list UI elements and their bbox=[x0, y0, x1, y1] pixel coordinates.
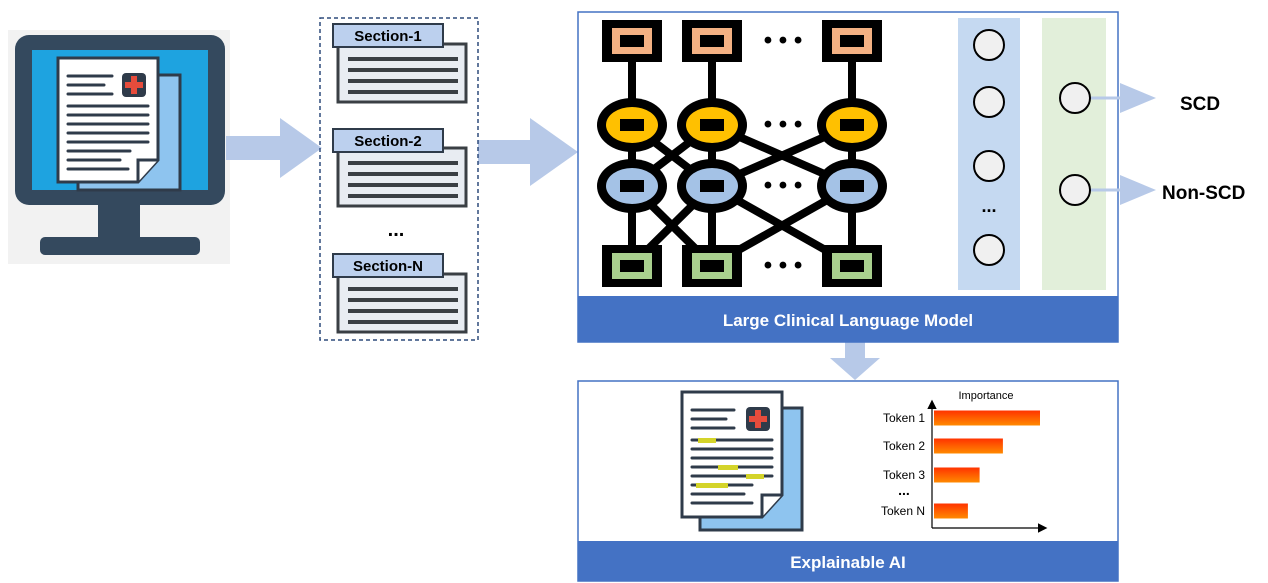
output-layer-column bbox=[1042, 18, 1106, 290]
token-label: Token 3 bbox=[883, 468, 925, 482]
yellow-row-dots: • • • bbox=[764, 111, 803, 138]
importance-bar bbox=[934, 467, 980, 483]
flow-arrow-1 bbox=[226, 118, 322, 178]
blue-layer-nodes: • • • bbox=[597, 159, 887, 213]
axis-label-importance: Importance bbox=[958, 390, 1013, 402]
section-doc: Section-1 bbox=[332, 23, 468, 104]
flow-arrow-down bbox=[830, 342, 880, 380]
yellow-layer-nodes: • • • bbox=[597, 98, 887, 152]
token-ellipsis: ... bbox=[898, 482, 910, 498]
llm-title: Large Clinical Language Model bbox=[723, 311, 973, 330]
bottom-row-dots: • • • bbox=[764, 252, 803, 279]
output-nodes bbox=[1059, 82, 1091, 206]
section-doc: Section-N bbox=[332, 253, 468, 334]
importance-bar bbox=[934, 438, 1003, 454]
xai-title: Explainable AI bbox=[790, 553, 906, 572]
section-label-n: Section-N bbox=[353, 258, 423, 275]
sections-box: Section-1 Section-2 ... Section-N bbox=[319, 17, 479, 341]
sections-ellipsis: ... bbox=[388, 219, 405, 241]
token-label: Token 2 bbox=[883, 439, 925, 453]
blue-row-dots: • • • bbox=[764, 172, 803, 199]
importance-bar bbox=[934, 410, 1040, 426]
flow-arrow-2 bbox=[478, 118, 578, 186]
token-highlights bbox=[696, 438, 764, 488]
importance-bar bbox=[934, 503, 968, 519]
section-label-1: Section-1 bbox=[354, 28, 422, 45]
output-label-scd: SCD bbox=[1180, 94, 1220, 115]
medical-document-icon bbox=[56, 56, 182, 192]
output-label-non-scd: Non-SCD bbox=[1162, 183, 1245, 204]
bottom-layer-nodes: • • • bbox=[602, 245, 882, 287]
token-label: Token 1 bbox=[883, 411, 925, 425]
hidden-layer-nodes bbox=[973, 29, 1005, 266]
monitor-icon bbox=[8, 30, 230, 264]
token-label: Token N bbox=[881, 504, 925, 518]
section-label-2: Section-2 bbox=[354, 133, 422, 150]
highlighted-document-icon bbox=[680, 390, 804, 532]
top-row-dots: • • • bbox=[764, 27, 803, 54]
section-doc: Section-2 bbox=[332, 128, 468, 208]
llm-panel: Large Clinical Language Model • • • bbox=[577, 11, 1119, 343]
top-layer-nodes: • • • bbox=[602, 20, 882, 62]
xai-panel: Explainable AI bbox=[577, 380, 1119, 582]
hidden-layer-ellipsis: ... bbox=[981, 196, 996, 216]
